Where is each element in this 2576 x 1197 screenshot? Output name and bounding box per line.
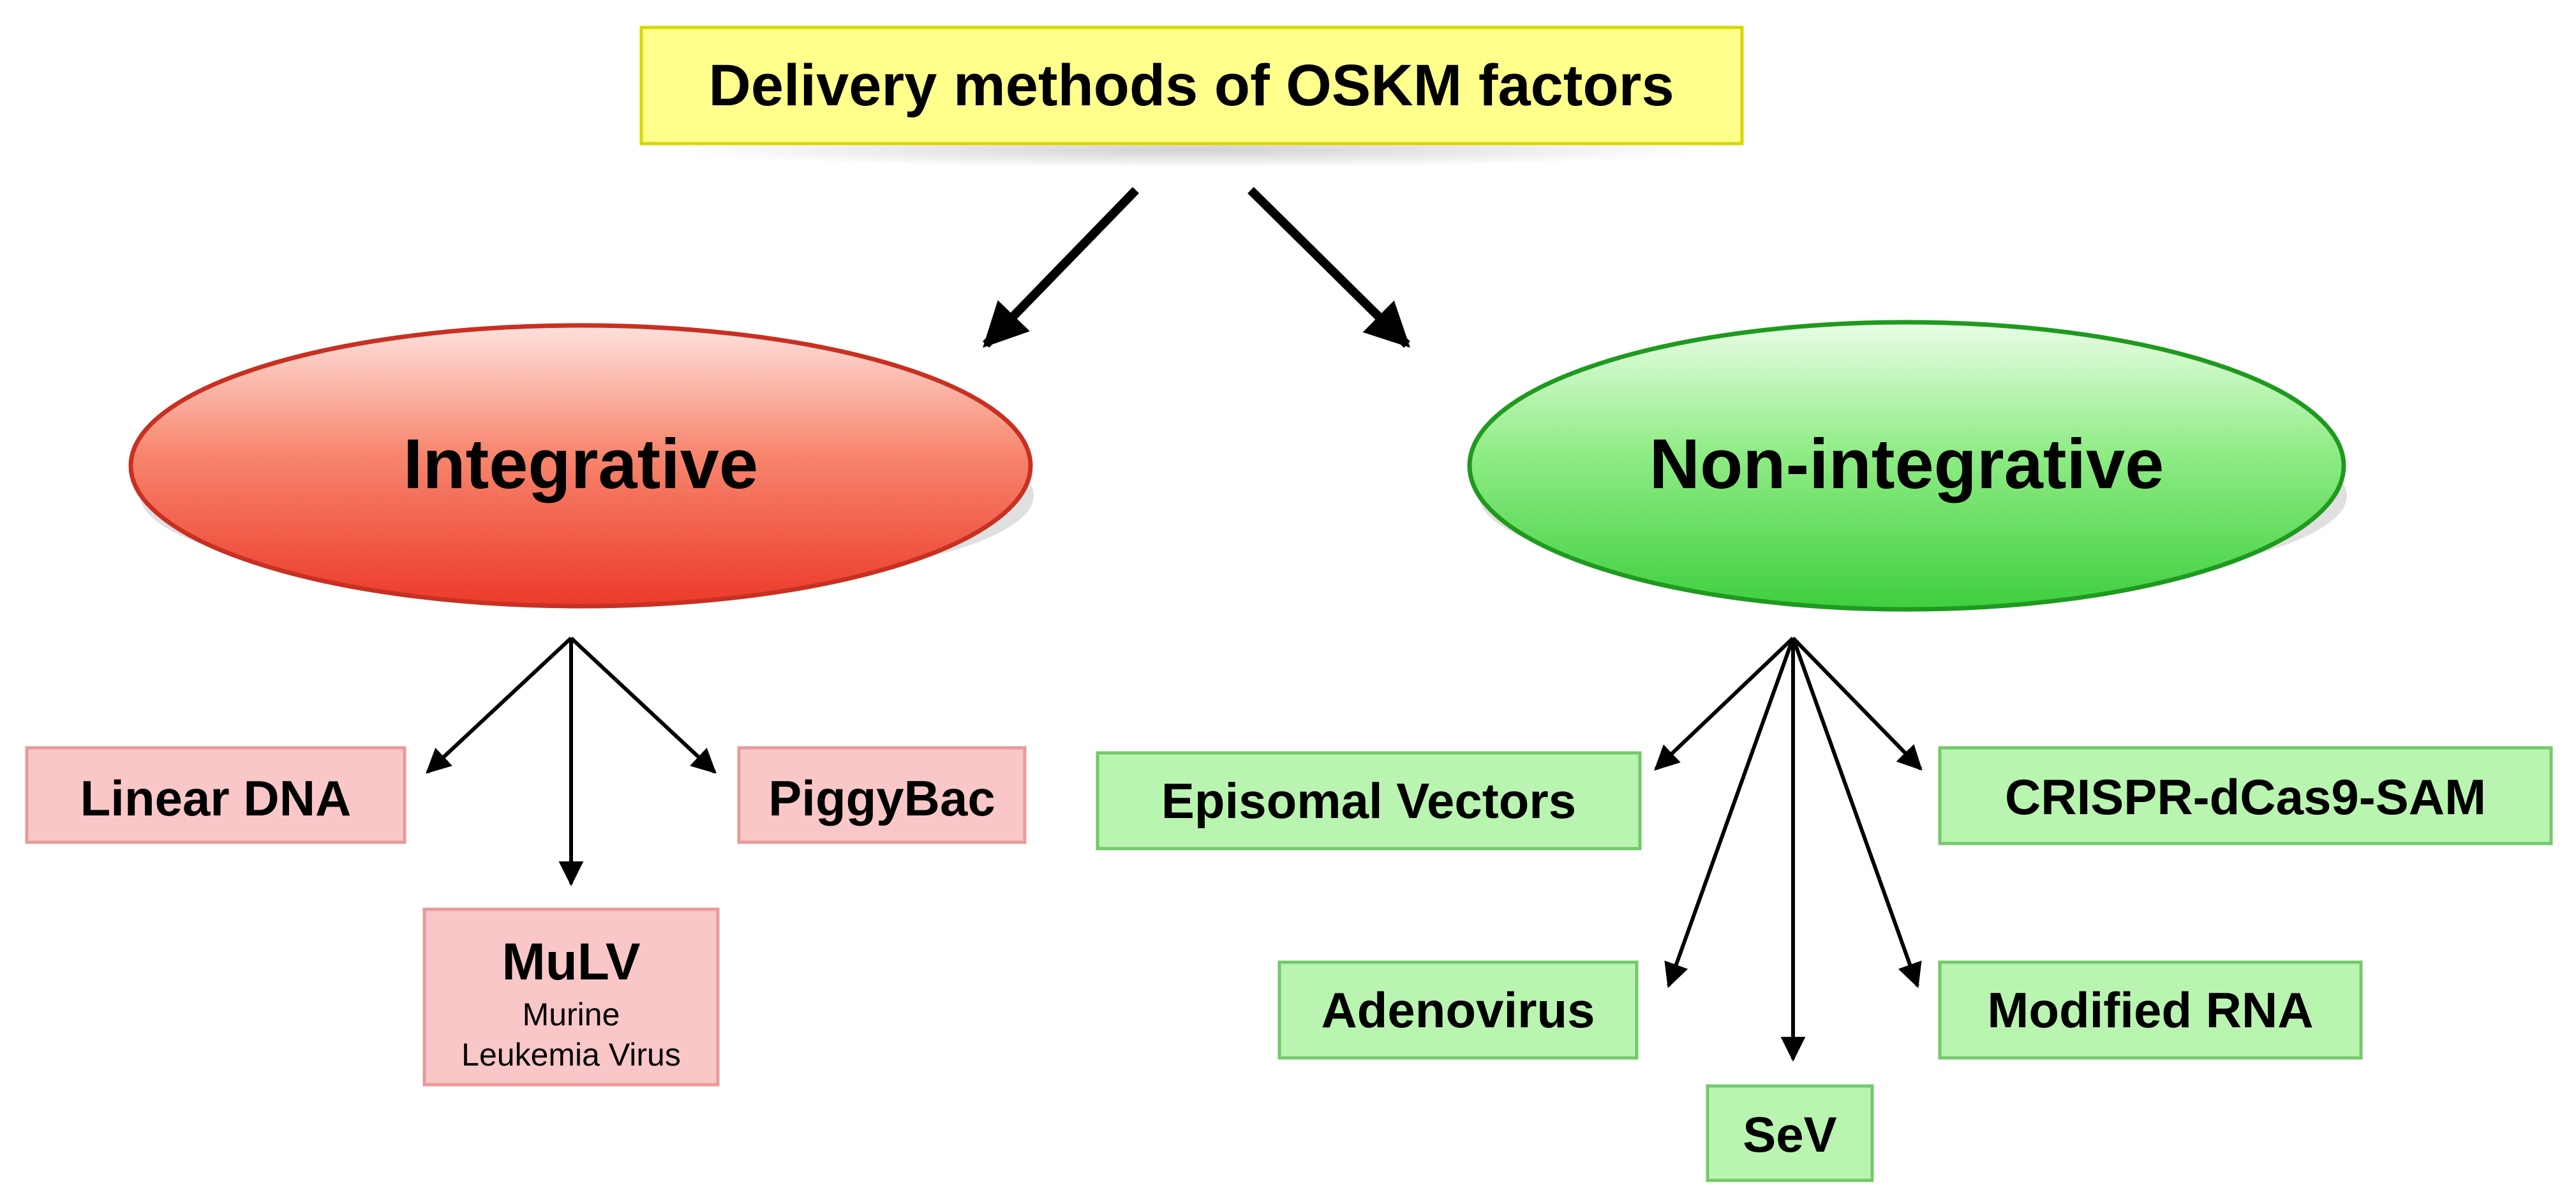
arrow-title-to-non-integrative bbox=[1247, 187, 1410, 348]
method-crispr-dcas9-sam: CRISPR-dCas9-SAM bbox=[1938, 746, 2553, 845]
arrow-to-adenovirus bbox=[1664, 637, 1795, 988]
title-box-bg bbox=[639, 26, 1744, 145]
non-integrative-ellipse bbox=[1467, 320, 2346, 612]
arrow-to-piggybac bbox=[569, 636, 717, 774]
diagram-title: Delivery methods of OSKM factors bbox=[708, 53, 1674, 118]
integrative-ellipse bbox=[128, 323, 1033, 609]
integrative-label: Integrative bbox=[403, 425, 758, 503]
method-mulv: MuLV Murine Leukemia Virus bbox=[422, 907, 720, 1087]
method-box bbox=[1096, 751, 1642, 851]
arrow-to-linear-dna bbox=[426, 636, 573, 774]
method-box bbox=[1938, 960, 2363, 1060]
method-sublabel: Leukemia Virus bbox=[461, 1037, 681, 1073]
method-label: Episomal Vectors bbox=[1161, 773, 1576, 829]
method-label: MuLV bbox=[502, 933, 640, 991]
method-box bbox=[1277, 960, 1639, 1060]
method-sublabel: Murine bbox=[523, 997, 620, 1032]
method-box bbox=[1706, 1084, 1874, 1182]
method-linear-dna: Linear DNA bbox=[25, 746, 406, 844]
method-box bbox=[25, 746, 406, 844]
method-label: Modified RNA bbox=[1987, 982, 2313, 1038]
integrative-node: Integrative bbox=[128, 323, 1034, 609]
arrow-title-to-integrative bbox=[982, 187, 1140, 348]
arrow-to-episomal-vectors bbox=[1654, 636, 1795, 771]
method-adenovirus: Adenovirus bbox=[1277, 960, 1639, 1060]
method-label: PiggyBac bbox=[768, 770, 995, 826]
arrow-to-modified-rna bbox=[1791, 637, 1922, 988]
method-label: CRISPR-dCas9-SAM bbox=[2005, 769, 2486, 825]
non-integrative-methods: Episomal Vectors CRISPR-dCas9-SAM Adenov… bbox=[1096, 746, 2553, 1182]
integrative-methods: Linear DNA PiggyBac MuLV Murine Leukemia… bbox=[25, 746, 1027, 1087]
non-integrative-arrows bbox=[1654, 636, 1923, 1062]
method-label: SeV bbox=[1743, 1106, 1836, 1163]
non-integrative-label: Non-integrative bbox=[1649, 425, 2164, 503]
title-box: Delivery methods of OSKM factors bbox=[639, 26, 1744, 168]
method-episomal-vectors: Episomal Vectors bbox=[1096, 751, 1642, 851]
method-box bbox=[737, 746, 1027, 844]
method-label: Linear DNA bbox=[80, 770, 352, 826]
non-integrative-node: Non-integrative bbox=[1467, 320, 2347, 612]
method-box bbox=[422, 907, 720, 1087]
method-label: Adenovirus bbox=[1321, 982, 1595, 1038]
method-sev: SeV bbox=[1706, 1084, 1874, 1182]
integrative-arrows bbox=[426, 636, 717, 886]
method-modified-rna: Modified RNA bbox=[1938, 960, 2363, 1060]
method-piggybac: PiggyBac bbox=[737, 746, 1027, 844]
arrow-to-crispr bbox=[1791, 636, 1923, 771]
method-box bbox=[1938, 746, 2553, 845]
